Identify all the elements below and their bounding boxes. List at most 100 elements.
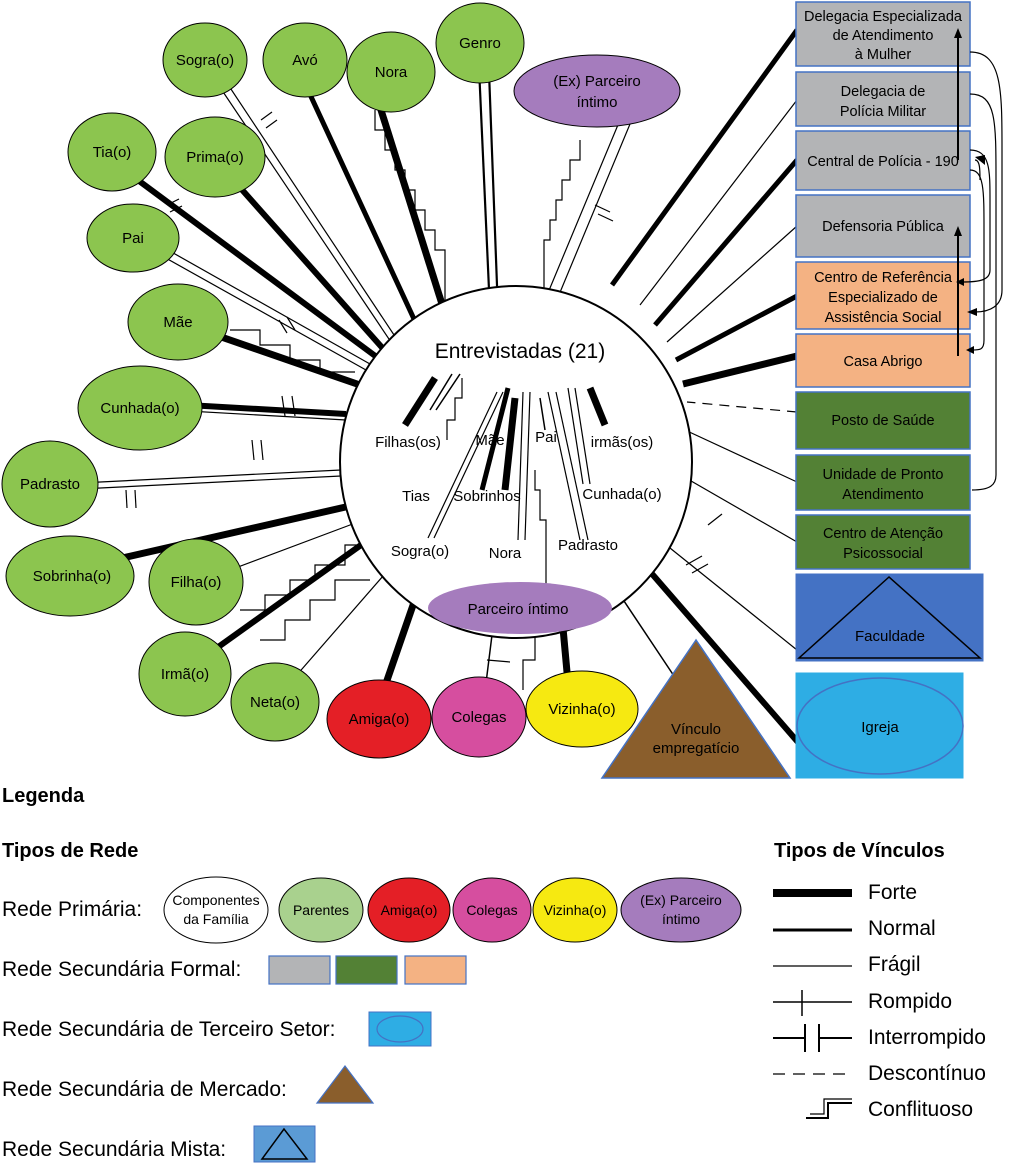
line-padrasto	[59, 469, 342, 485]
node-avo	[262, 22, 348, 98]
label-cunhada: Cunhada(o)	[100, 400, 179, 417]
service-defensoria	[795, 194, 971, 258]
svg-text:da Família: da Família	[183, 911, 249, 927]
svg-text:empregatício: empregatício	[653, 740, 740, 757]
inner-label-pai: Pai	[535, 429, 557, 446]
social-nodes	[326, 670, 639, 759]
label-genro: Genro	[459, 35, 501, 52]
market-node: Vínculo empregatício	[600, 638, 792, 779]
line-casa-abrigo	[682, 352, 798, 388]
inner-label-filhas: Filhas(os)	[375, 434, 441, 451]
label-nora: Nora	[375, 64, 408, 81]
node-neta	[230, 662, 320, 742]
node-cunhada	[77, 365, 203, 451]
center-circle: Entrevistadas (21) Filhas(os) Mãe Pai ir…	[339, 285, 693, 639]
svg-text:Casa Abrigo: Casa Abrigo	[844, 354, 923, 370]
svg-text:Especializado de: Especializado de	[828, 290, 938, 306]
label-mae: Mãe	[163, 314, 192, 331]
node-colegas	[431, 676, 527, 758]
legend-mixed-swatch	[253, 1125, 316, 1163]
bond-label-forte: Forte	[868, 881, 918, 904]
service-upa	[795, 454, 971, 511]
svg-text:íntimo: íntimo	[662, 911, 700, 927]
line-posto	[686, 401, 798, 413]
node-filha	[148, 538, 244, 626]
svg-text:de Atendimento: de Atendimento	[833, 28, 934, 44]
node-vizinha	[525, 670, 639, 748]
bond-label-descontinuo: Descontínuo	[868, 1062, 986, 1085]
node-pai	[86, 203, 180, 273]
label-pai: Pai	[122, 230, 144, 247]
legend-market-swatch	[315, 1065, 375, 1104]
node-sobrinha	[5, 535, 135, 617]
legend-formal-label: Rede Secundária Formal:	[2, 958, 242, 981]
service-caps	[795, 514, 971, 570]
svg-text:Componentes: Componentes	[172, 892, 259, 908]
line-igreja	[637, 558, 806, 750]
inner-label-nora: Nora	[489, 545, 522, 562]
svg-text:Parentes: Parentes	[293, 902, 349, 918]
partner-ellipse	[428, 582, 612, 634]
svg-text:Central de Polícia - 190: Central de Polícia - 190	[807, 154, 959, 170]
line-nora	[366, 73, 451, 322]
inner-label-padrasto: Padrasto	[558, 537, 618, 554]
service-delegacia-pm	[795, 71, 971, 127]
line-tia	[98, 149, 380, 361]
bond-label-conflituoso: Conflituoso	[868, 1098, 974, 1121]
legend-third-label: Rede Secundária de Terceiro Setor:	[2, 1018, 336, 1041]
label-irma: Irmã(o)	[161, 666, 209, 683]
line-avo	[292, 60, 423, 334]
line-defensoria	[666, 225, 798, 343]
bond-label-normal: Normal	[868, 917, 936, 940]
line-upa	[684, 429, 798, 483]
label-tia: Tia(o)	[93, 144, 132, 161]
legend-bond-types-title: Tipos de Vínculos	[774, 840, 945, 862]
line-delegacia-pm	[639, 99, 798, 306]
svg-text:Amiga(o): Amiga(o)	[381, 902, 438, 918]
legend-primary-label: Rede Primária:	[2, 898, 143, 921]
line-genro	[476, 44, 492, 313]
family-nodes	[1, 2, 525, 742]
legend-market-label: Rede Secundária de Mercado:	[2, 1078, 287, 1101]
svg-text:(Ex) Parceiro: (Ex) Parceiro	[640, 892, 722, 908]
break-marks	[125, 111, 723, 663]
legend-network-types-title: Tipos de Rede	[2, 840, 139, 862]
line-ex-parceiro	[544, 107, 626, 301]
label-avo: Avó	[292, 52, 318, 69]
referral-arrows	[954, 28, 1003, 491]
svg-text:Centro de Referência: Centro de Referência	[814, 270, 953, 286]
svg-text:Polícia Militar: Polícia Militar	[840, 104, 926, 120]
svg-text:Posto de Saúde: Posto de Saúde	[831, 413, 934, 429]
node-padrasto	[1, 440, 99, 528]
conflict-lines	[230, 110, 581, 690]
legend-bond-swatches	[773, 889, 852, 1119]
svg-text:Igreja: Igreja	[861, 719, 899, 736]
label-filha: Filha(o)	[171, 574, 222, 591]
label-padrasto: Padrasto	[20, 476, 80, 493]
bond-label-fragil: Frágil	[868, 953, 921, 976]
svg-text:Atendimento: Atendimento	[842, 487, 923, 503]
family-labels: Sogra(o) Avó Nora Genro Tia(o) Prima(o) …	[20, 35, 501, 711]
line-caps	[671, 469, 798, 543]
inner-label-sogra: Sogra(o)	[391, 543, 449, 560]
inner-label-irmas: irmãs(os)	[591, 434, 654, 451]
legend-title: Legenda	[2, 785, 85, 807]
svg-text:Faculdade: Faculdade	[855, 628, 925, 645]
service-posto-saude	[795, 391, 971, 450]
svg-text:Assistência Social: Assistência Social	[825, 310, 942, 326]
services-column	[795, 1, 971, 570]
faculdade-node: Faculdade	[795, 573, 984, 662]
label-neta: Neta(o)	[250, 694, 300, 711]
line-pai	[129, 237, 367, 371]
legend-third-swatch	[368, 1011, 432, 1047]
legend-primary-swatches	[163, 876, 742, 944]
svg-text:(Ex) Parceiro: (Ex) Parceiro	[553, 73, 641, 90]
line-creas	[674, 293, 799, 363]
svg-text:Vínculo: Vínculo	[671, 721, 721, 738]
service-creas	[795, 261, 971, 330]
label-sobrinha: Sobrinha(o)	[33, 568, 111, 585]
bond-label-rompido: Rompido	[868, 990, 953, 1013]
legend-mixed-label: Rede Secundária Mista:	[2, 1138, 227, 1161]
node-genro	[435, 2, 525, 84]
